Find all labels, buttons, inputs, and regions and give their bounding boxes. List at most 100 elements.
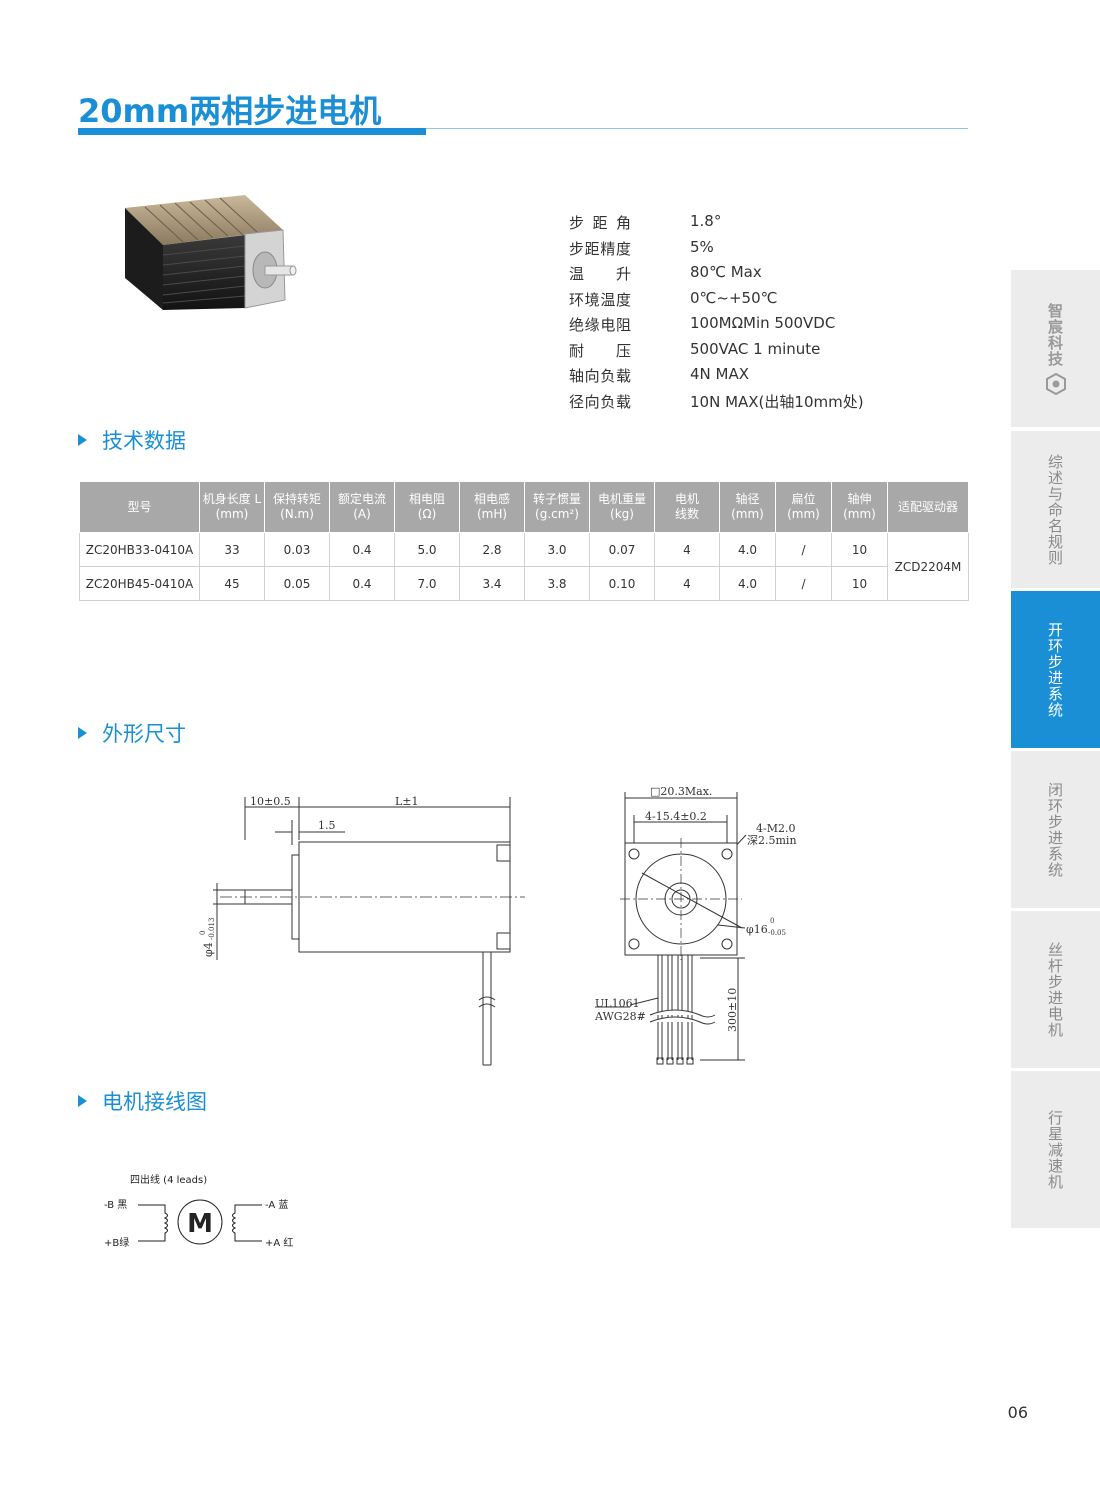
sidebar-tab-label: 开环步进系统 [1046,621,1064,718]
front-view-drawing: □20.3Max. 4-15.4±0.2 4-M2.0 深2.5min φ16 … [594,785,797,1065]
sidebar-tab-open-loop[interactable]: 开环步进系统 [1011,591,1100,748]
spec-value: 1.8° [690,212,722,230]
section-heading-wiring: 电机接线图 [78,1086,207,1116]
table-header-row: 型号 机身长度 L(mm) 保持转矩(N.m) 额定电流(A) 相电阻(Ω) 相… [79,481,969,533]
page-number: 06 [1007,1403,1028,1422]
spec-label: 步距精度 [569,240,631,258]
spec-label: 温升 [569,265,631,283]
sidebar-tab-label: 丝杆步进电机 [1046,941,1064,1038]
column-header: 轴径(mm) [719,481,776,533]
motor-product-image [125,195,297,310]
column-header: 相电阻(Ω) [394,481,460,533]
table-cell: 2.8 [459,532,525,567]
lead-label: -B 黑 [104,1199,127,1211]
sidebar-tab-planetary[interactable]: 行星减速机 [1011,1071,1100,1228]
table-cell: 33 [199,532,265,567]
spec-label: 步距角 [569,214,631,232]
section-title: 技术数据 [102,429,186,453]
spec-label: 环境温度 [569,291,631,309]
driver-cell: ZCD2204M [887,532,969,601]
column-header: 转子惯量(g.cm²) [524,481,590,533]
spec-value: 0℃~+50℃ [690,289,778,307]
dim-label: 1.5 [318,819,336,832]
table-cell: 0.03 [264,532,330,567]
dim-label: φ4 [202,942,215,957]
dim-label: L±1 [395,795,419,808]
wiring-title: 四出线 (4 leads) [130,1173,207,1186]
spec-value: 80℃ Max [690,263,762,281]
section-title: 电机接线图 [102,1090,207,1114]
dim-label: 0 [770,917,774,925]
brand-name: 智宸科技 [1046,302,1064,367]
column-header: 额定电流(A) [329,481,395,533]
table-cell: 4.0 [719,566,776,601]
sidebar-tab-lead-screw[interactable]: 丝杆步进电机 [1011,911,1100,1068]
column-header: 适配驱动器 [887,481,969,533]
dim-label: φ16 [746,923,768,936]
column-header: 扁位(mm) [775,481,832,533]
lead-label: +B绿 [104,1236,129,1249]
spec-label: 绝缘电阻 [569,316,631,334]
table-cell: 3.0 [524,532,590,567]
title-divider [426,128,968,129]
column-header: 保持转矩(N.m) [264,481,330,533]
table-cell: 0.07 [589,532,655,567]
table-cell: / [775,566,832,601]
page-title: 20mm两相步进电机 [78,92,382,130]
table-row: ZC20HB45-0410A 45 0.05 0.4 7.0 3.4 3.8 0… [79,566,969,601]
section-title: 外形尺寸 [102,722,186,746]
triangle-bullet-icon [78,1095,87,1107]
spec-value: 4N MAX [690,365,750,383]
table-cell: 0.4 [329,532,395,567]
spec-table: 型号 机身长度 L(mm) 保持转矩(N.m) 额定电流(A) 相电阻(Ω) 相… [79,481,969,601]
table-cell: ZC20HB45-0410A [79,566,200,601]
sidebar-tab-overview[interactable]: 综述与命名规则 [1011,431,1100,588]
sidebar-tab-label: 行星减速机 [1046,1109,1064,1190]
table-cell: 4.0 [719,532,776,567]
brand-logo-icon [1045,372,1066,395]
lead-label: -A 蓝 [265,1199,288,1211]
table-cell: 5.0 [394,532,460,567]
sidebar-brand: 智宸科技 [1011,270,1100,427]
dim-label: 深2.5min [747,834,797,847]
dim-label: AWG28# [594,1010,646,1023]
triangle-bullet-icon [78,434,87,446]
table-cell: 0.10 [589,566,655,601]
spec-label: 径向负载 [569,393,631,411]
table-cell: 7.0 [394,566,460,601]
triangle-bullet-icon [78,727,87,739]
spec-value: 500VAC 1 minute [690,340,821,358]
spec-value: 5% [690,238,714,256]
dim-label: □20.3Max. [650,785,712,798]
lead-label: +A 红 [265,1236,293,1249]
table-cell: 10 [831,532,888,567]
column-header: 相电感(mH) [459,481,525,533]
title-underline [78,128,426,135]
dim-label: UL1061 [595,997,640,1010]
spec-label: 轴向负载 [569,367,631,385]
dim-label: 0 [199,931,207,935]
sidebar-tab-closed-loop[interactable]: 闭环步进系统 [1011,751,1100,908]
side-view-drawing: 10±0.5 L±1 1.5 φ4 0 -0.013 [199,795,525,1066]
dim-label: 4-M2.0 [756,822,795,835]
table-cell: 3.4 [459,566,525,601]
dim-label: 10±0.5 [250,795,291,808]
table-cell: 10 [831,566,888,601]
table-cell: / [775,532,832,567]
dim-label: 300±10 [726,988,739,1032]
column-header: 电机线数 [654,481,720,533]
dim-label: 4-15.4±0.2 [645,810,707,823]
table-cell: 0.05 [264,566,330,601]
table-row: ZC20HB33-0410A 33 0.03 0.4 5.0 2.8 3.0 0… [79,532,969,601]
dim-label: -0.013 [208,918,216,940]
column-header: 型号 [79,481,200,533]
section-heading-dimensions: 外形尺寸 [78,718,186,748]
spec-label: 耐压 [569,342,631,360]
wiring-diagram: 四出线 (4 leads) -B 黑 +B绿 M -A 蓝 +A 红 [104,1173,293,1249]
spec-value: 10N MAX(出轴10mm处) [690,393,864,411]
section-heading-tech: 技术数据 [78,425,186,455]
spec-value: 100MΩMin 500VDC [690,314,836,332]
motor-symbol: M [187,1209,213,1239]
table-cell: 3.8 [524,566,590,601]
column-header: 轴伸(mm) [831,481,888,533]
